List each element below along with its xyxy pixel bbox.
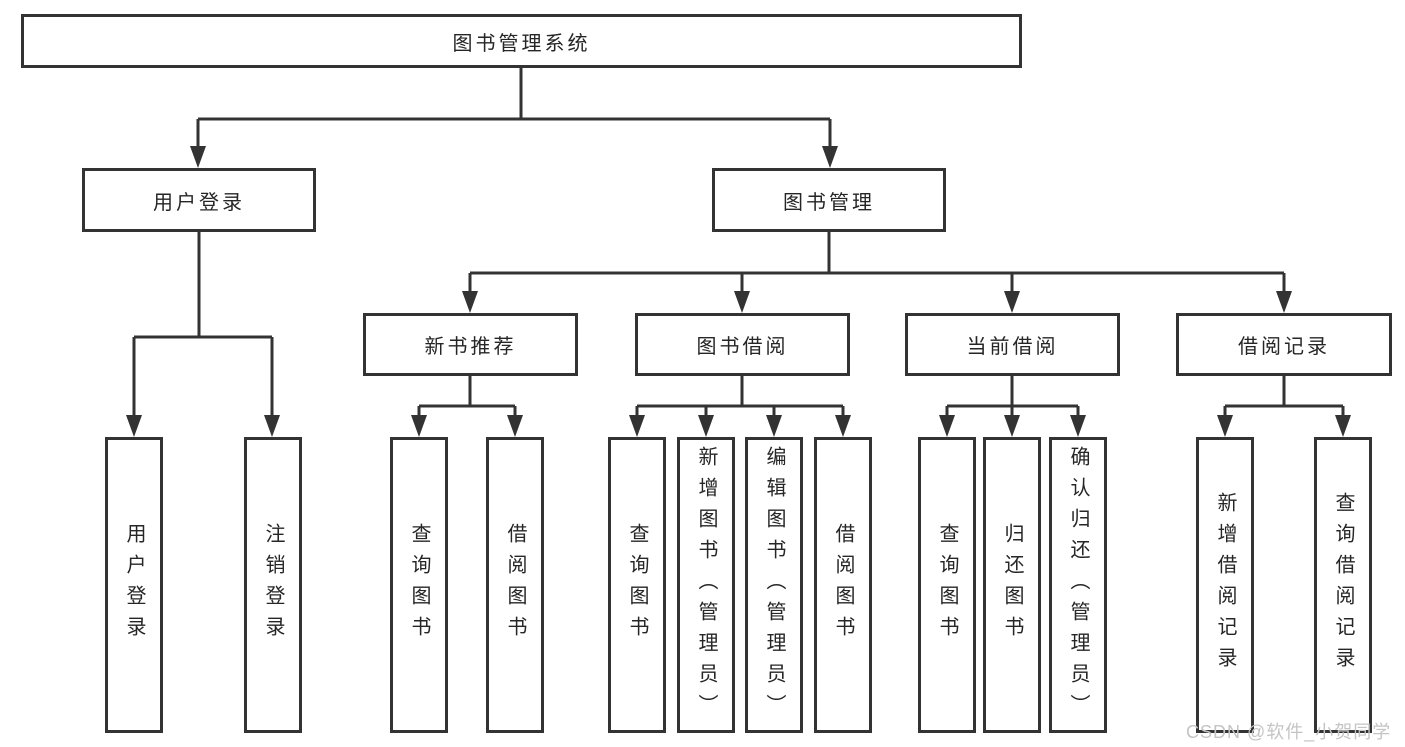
leaf-user-login: 用户登录 — [105, 437, 163, 733]
leaf-query-books: 查询图书 — [608, 437, 666, 733]
node-book-management: 图书管理 — [712, 168, 946, 232]
leaf-label: 注销登录 — [262, 523, 284, 647]
node-book-borrowing: 图书借阅 — [635, 313, 850, 376]
leaf-borrow-books: 借阅图书 — [814, 437, 872, 733]
arrowheads — [126, 146, 1351, 437]
leaf-label: 查询图书 — [408, 523, 430, 647]
node-new-book-recommendation: 新书推荐 — [363, 313, 578, 376]
node-borrowing-records: 借阅记录 — [1176, 313, 1392, 376]
leaf-confirm-return-admin: 确认归还（管理员） — [1049, 437, 1107, 733]
node-root-system: 图书管理系统 — [21, 14, 1022, 68]
leaf-label: 新增图书（管理员） — [695, 445, 717, 725]
node-user-login: 用户登录 — [82, 168, 316, 232]
leaf-label: 确认归还（管理员） — [1067, 445, 1089, 725]
leaf-label: 借阅图书 — [504, 523, 526, 647]
leaf-label: 归还图书 — [1001, 523, 1023, 647]
leaf-label: 查询图书 — [626, 523, 648, 647]
leaf-return-books: 归还图书 — [983, 437, 1041, 733]
leaf-logout: 注销登录 — [244, 437, 302, 733]
node-current-borrowing: 当前借阅 — [905, 313, 1120, 376]
tree-edges — [132, 68, 1345, 420]
csdn-watermark: CSDN @软件_小贺同学 — [1186, 722, 1392, 742]
leaf-add-books-admin: 新增图书（管理员） — [677, 437, 735, 733]
leaf-label: 查询借阅记录 — [1332, 492, 1354, 678]
leaf-query-books: 查询图书 — [390, 437, 448, 733]
leaf-add-borrow-record: 新增借阅记录 — [1196, 437, 1254, 733]
leaf-borrow-books: 借阅图书 — [486, 437, 544, 733]
leaf-label: 编辑图书（管理员） — [763, 445, 785, 725]
leaf-label: 用户登录 — [123, 523, 145, 647]
leaf-label: 新增借阅记录 — [1214, 492, 1236, 678]
leaf-query-books: 查询图书 — [918, 437, 976, 733]
leaf-label: 查询图书 — [936, 523, 958, 647]
leaf-query-borrow-record: 查询借阅记录 — [1314, 437, 1372, 733]
leaf-edit-books-admin: 编辑图书（管理员） — [745, 437, 803, 733]
leaf-label: 借阅图书 — [832, 523, 854, 647]
